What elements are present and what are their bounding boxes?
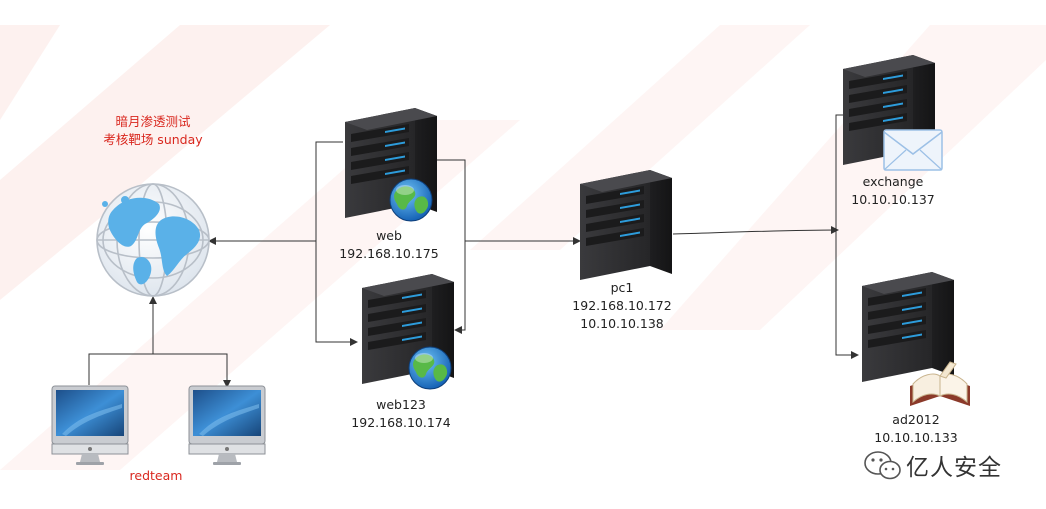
pc1-name: pc1 xyxy=(610,280,634,295)
title-line-1: 暗月渗透测试 xyxy=(115,114,191,129)
server-icon-pc1 xyxy=(580,170,672,280)
globe-icon xyxy=(96,183,210,297)
imac-icon-left xyxy=(51,385,129,466)
link-redteam-machines xyxy=(88,353,231,388)
web-ip: 192.168.10.175 xyxy=(339,246,439,261)
pc1-ip-2: 10.10.10.138 xyxy=(580,316,664,331)
wechat-icon xyxy=(864,451,901,480)
imac-icon-right xyxy=(188,385,266,466)
exchange-ip: 10.10.10.137 xyxy=(851,192,935,207)
envelope-icon xyxy=(883,129,943,171)
redteam-label: redteam xyxy=(129,468,183,483)
link-web-web123-left xyxy=(315,141,358,346)
ad2012-name: ad2012 xyxy=(892,412,940,427)
web123-name: web123 xyxy=(376,397,426,412)
title-line-2: 考核靶场 sunday xyxy=(103,132,203,147)
book-icon xyxy=(910,361,970,406)
web-name: web xyxy=(376,228,402,243)
ad2012-ip: 10.10.10.133 xyxy=(874,430,958,445)
server-icon-ad2012 xyxy=(862,272,954,382)
pc1-ip-1: 192.168.10.172 xyxy=(572,298,672,313)
background-bands xyxy=(0,25,1046,470)
exchange-name: exchange xyxy=(862,174,924,189)
web123-ip: 192.168.10.174 xyxy=(351,415,451,430)
link-pc1-domain xyxy=(672,226,839,235)
earth-badge-icon-web xyxy=(389,178,433,222)
link-web-web123-right xyxy=(436,159,466,334)
connections xyxy=(88,114,864,388)
watermark-text: 亿人安全 xyxy=(906,455,1002,481)
earth-badge-icon-web123 xyxy=(408,346,452,390)
